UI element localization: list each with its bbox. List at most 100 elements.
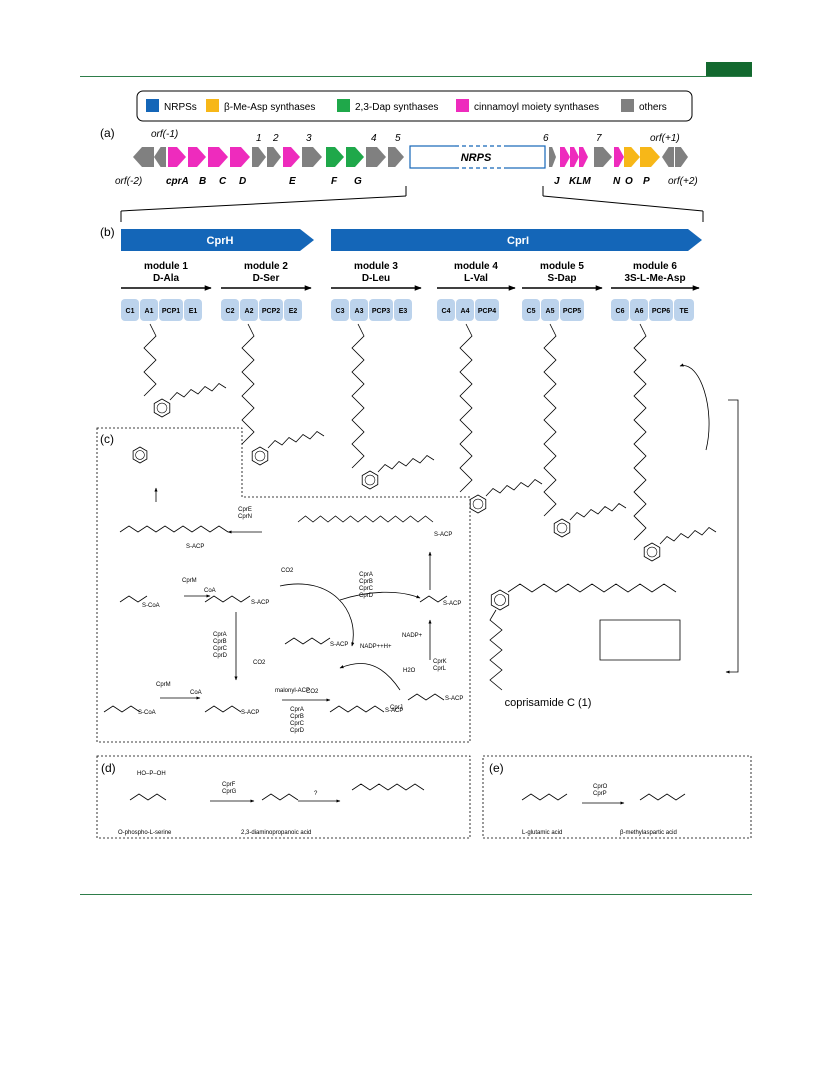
gene-arrow-15 xyxy=(560,147,570,167)
domain-PCP3 xyxy=(369,299,393,321)
svg-text:CprM: CprM xyxy=(156,682,171,688)
domain-label-A3: A3 xyxy=(355,308,364,315)
domain-label-A5: A5 xyxy=(546,308,555,315)
svg-text:β-methylaspartic acid: β-methylaspartic acid xyxy=(620,830,677,836)
svg-text:6: 6 xyxy=(543,133,549,144)
svg-text:S-ACP: S-ACP xyxy=(434,532,452,538)
module-substrate-3: D-Leu xyxy=(362,273,390,284)
svg-text:S-ACP: S-ACP xyxy=(251,600,269,606)
gene-arrow-5 xyxy=(230,147,250,167)
svg-text:S-ACP: S-ACP xyxy=(385,708,403,714)
svg-text:CprD: CprD xyxy=(290,728,305,734)
legend-nrps: NRPSs xyxy=(164,102,197,113)
gene-arrow-1 xyxy=(154,147,166,167)
gene-arrow-23 xyxy=(675,147,688,167)
svg-text:L-glutamic acid: L-glutamic acid xyxy=(522,830,562,836)
gene-arrow-21 xyxy=(640,147,660,167)
domain-label-PCP6: PCP6 xyxy=(652,308,670,315)
svg-text:CprK: CprK xyxy=(433,659,447,665)
domain-label-PCP4: PCP4 xyxy=(478,308,496,315)
gene-arrow-20 xyxy=(624,147,640,167)
legend-dap: 2,3-Dap synthases xyxy=(355,102,438,113)
svg-text:7: 7 xyxy=(596,133,602,144)
legend-swatch-dap xyxy=(337,99,350,112)
domain-label-C4: C4 xyxy=(442,308,451,315)
domain-PCP5 xyxy=(560,299,584,321)
gene-arrow-4 xyxy=(208,147,228,167)
svg-text:H2O: H2O xyxy=(403,668,416,674)
domain-A2 xyxy=(240,299,258,321)
svg-text:S-ACP: S-ACP xyxy=(330,642,348,648)
svg-text:CprB: CprB xyxy=(213,639,227,645)
module-title-1: module 1 xyxy=(144,261,188,272)
panel-d-label: (d) xyxy=(101,761,116,775)
domain-E1 xyxy=(184,299,202,321)
svg-text:HO–P–OH: HO–P–OH xyxy=(137,771,166,777)
domain-PCP2 xyxy=(259,299,283,321)
gene-arrow-3 xyxy=(188,147,206,167)
domain-label-TE: TE xyxy=(680,308,689,315)
intermediate-structure-5 xyxy=(543,323,627,538)
legend-swatch-bmeasp xyxy=(206,99,219,112)
domain-label-A4: A4 xyxy=(461,308,470,315)
domain-label-C1: C1 xyxy=(126,308,135,315)
intermediate-structure-6 xyxy=(633,323,717,562)
domain-C5 xyxy=(522,299,540,321)
svg-text:F: F xyxy=(331,176,338,187)
domain-A6 xyxy=(630,299,648,321)
domain-TE xyxy=(674,299,694,321)
domain-PCP6 xyxy=(649,299,673,321)
cpri-label: CprI xyxy=(507,235,529,247)
chem-structures-c: CprECprNS-ACPS-ACPS-CoACprMCoAS-ACPCO2Cp… xyxy=(103,446,463,734)
legend-others: others xyxy=(639,102,667,113)
svg-text:S-CoA: S-CoA xyxy=(142,603,160,609)
svg-text:S-CoA: S-CoA xyxy=(138,710,156,716)
gene-arrow-9 xyxy=(302,147,322,167)
svg-text:CO2: CO2 xyxy=(281,568,294,574)
svg-text:?: ? xyxy=(314,791,318,797)
svg-text:4: 4 xyxy=(371,133,377,144)
domain-label-E2: E2 xyxy=(289,308,298,315)
svg-text:CprA: CprA xyxy=(213,632,227,638)
domain-label-A1: A1 xyxy=(145,308,154,315)
svg-text:S-ACP: S-ACP xyxy=(445,696,463,702)
panel-a-label: (a) xyxy=(100,126,115,140)
svg-text:CO2: CO2 xyxy=(253,660,266,666)
svg-text:CprC: CprC xyxy=(213,646,228,652)
domain-C4 xyxy=(437,299,455,321)
svg-text:CprJ: CprJ xyxy=(390,705,403,711)
cpri-arrow xyxy=(331,229,702,251)
svg-text:CprO: CprO xyxy=(593,784,608,790)
svg-text:P: P xyxy=(643,176,650,187)
domain-label-PCP1: PCP1 xyxy=(162,308,180,315)
domain-C1 xyxy=(121,299,139,321)
domain-E3 xyxy=(394,299,412,321)
gene-arrow-22 xyxy=(662,147,674,167)
svg-text:CprF: CprF xyxy=(222,782,236,788)
svg-text:D: D xyxy=(239,176,246,187)
svg-text:O: O xyxy=(625,176,633,187)
domain-C3 xyxy=(331,299,349,321)
gene-arrow-12 xyxy=(366,147,386,167)
svg-text:CprM: CprM xyxy=(182,578,197,584)
panel-b-label: (b) xyxy=(100,225,115,239)
footer-rule xyxy=(80,894,752,895)
svg-text:CprB: CprB xyxy=(359,579,373,585)
header-accent-bar xyxy=(706,62,752,76)
domain-A3 xyxy=(350,299,368,321)
orf-m2: orf(-2) xyxy=(115,176,142,187)
svg-text:2,3-diaminopropanoic acid: 2,3-diaminopropanoic acid xyxy=(241,830,311,836)
module-title-4: module 4 xyxy=(454,261,498,272)
module-substrate-6: 3S-L-Me-Asp xyxy=(624,273,685,284)
svg-text:CprP: CprP xyxy=(593,791,607,797)
header-rule xyxy=(80,76,752,77)
cprh-label: CprH xyxy=(207,235,234,247)
svg-text:J: J xyxy=(554,176,560,187)
gene-arrow-19 xyxy=(614,147,624,167)
svg-text:5: 5 xyxy=(395,133,401,144)
svg-text:CprA: CprA xyxy=(359,572,373,578)
domain-label-C2: C2 xyxy=(226,308,235,315)
panel-c: (c) CprECprNS-ACPS-ACPS-CoACprMCoAS-ACPC… xyxy=(96,427,471,743)
